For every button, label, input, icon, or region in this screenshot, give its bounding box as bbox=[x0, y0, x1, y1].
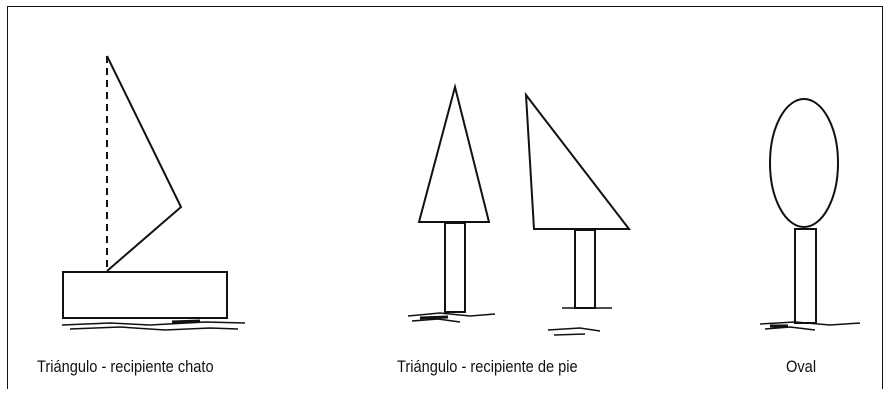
figure-right-triangle-on-post bbox=[524, 91, 632, 336]
figure-triangle-on-post bbox=[407, 83, 496, 323]
figure-oval-on-post bbox=[759, 98, 861, 331]
ground-line bbox=[61, 319, 246, 331]
figure-triangle-flat-container bbox=[61, 55, 246, 331]
caption-triangle-flat-container: Triángulo - recipiente chato bbox=[37, 357, 214, 376]
caption-oval: Oval bbox=[786, 357, 817, 376]
triangle-outline bbox=[524, 91, 632, 230]
support-post bbox=[444, 222, 466, 313]
ground-line bbox=[407, 312, 496, 323]
support-post bbox=[574, 229, 596, 309]
flat-container-box bbox=[62, 271, 228, 319]
support-post bbox=[794, 228, 817, 324]
triangle-outline bbox=[106, 55, 183, 272]
caption-triangle-on-post: Triángulo - recipiente de pie bbox=[397, 357, 578, 376]
triangle-outline bbox=[417, 83, 491, 223]
ground-line bbox=[547, 307, 612, 336]
ground-line bbox=[759, 321, 861, 331]
oval-outline bbox=[769, 98, 839, 228]
